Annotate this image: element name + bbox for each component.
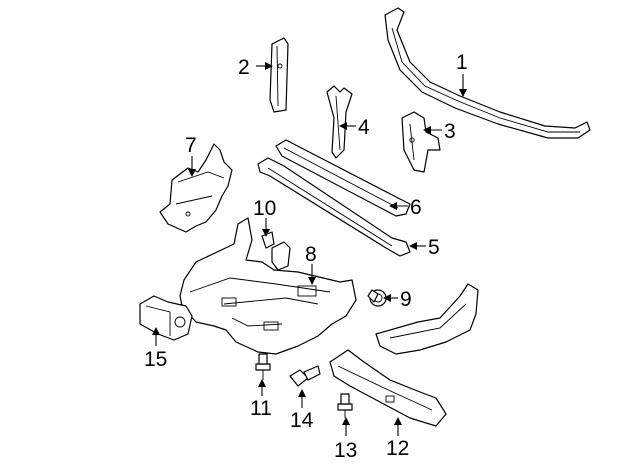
part-2-vertical-bracket: [269, 37, 289, 113]
callout-4: 4: [358, 116, 370, 139]
part-12-lower-deflector: [329, 349, 447, 427]
part-14-bolt: [289, 365, 321, 387]
callout-15: 15: [144, 348, 167, 371]
leader-lines: [152, 62, 467, 436]
air-deflector-right: [375, 283, 479, 355]
part-4-center-bracket: [326, 85, 353, 159]
callout-2: 2: [238, 56, 250, 79]
callout-10: 10: [253, 197, 276, 220]
callout-6: 6: [410, 196, 422, 219]
callout-9: 9: [400, 288, 412, 311]
callout-11: 11: [250, 397, 272, 420]
part-9-bolt: [367, 289, 387, 307]
part-13-screw: [337, 393, 353, 418]
part-3-side-bracket: [401, 111, 441, 173]
callout-5: 5: [428, 236, 440, 259]
part-1-upper-tie-bar: [384, 7, 591, 139]
callout-8: 8: [305, 243, 317, 266]
callout-3: 3: [444, 120, 456, 143]
part-6-lower-tie-bar: [275, 139, 411, 217]
callout-13: 13: [334, 439, 357, 462]
callout-1: 1: [456, 51, 468, 74]
part-5-lower-rail: [257, 157, 411, 257]
callout-labels: 1 2 3 4 5 6 7 8 9 10 11 12 13 14 15: [144, 51, 468, 462]
part-8-main-splash-shield: [179, 217, 357, 355]
part-7-splash-shield: [159, 143, 233, 233]
part-11-screw: [255, 353, 271, 380]
callout-12: 12: [386, 437, 409, 460]
callout-7: 7: [185, 134, 197, 157]
callout-14: 14: [290, 409, 314, 432]
